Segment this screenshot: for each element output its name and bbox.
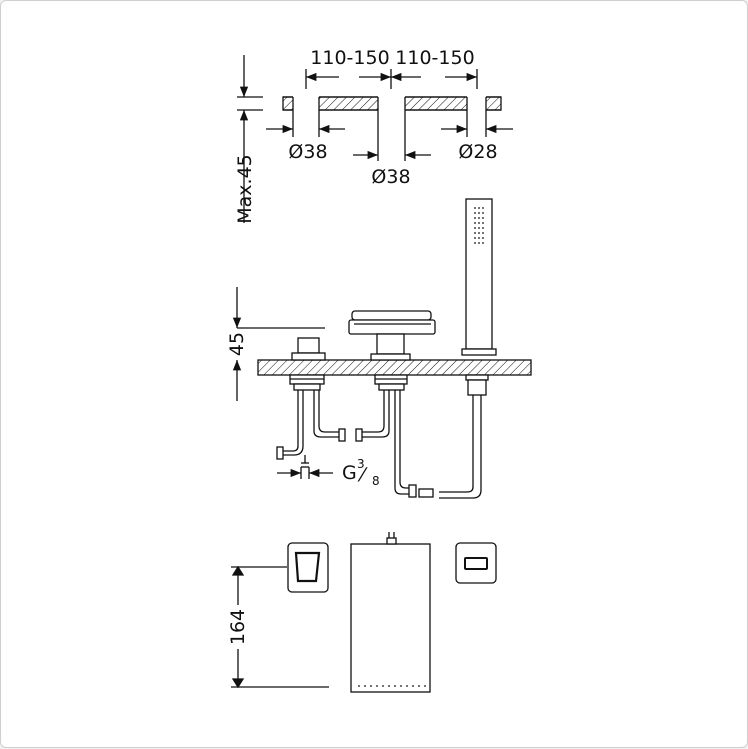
shower-spray-dots [474,207,484,244]
hole-diameter-center-label: Ø38 [371,166,410,188]
thread-dimension [277,467,333,479]
spout-outlet-dots [358,685,426,687]
thread-denominator: 8 [372,474,380,488]
spacing-dimension-lines [305,69,478,89]
spacing-label-left: 110-150 [310,47,389,69]
deck-top-section [282,96,502,111]
hole-diameter-dimension-lines [266,110,513,161]
deck-side-section [257,359,532,376]
deck-thickness-label: Max.45 [234,154,256,224]
left-handle-front [287,542,329,593]
thread-numerator: 3 [357,457,365,471]
right-handle-front [455,542,497,584]
spacing-label-right: 110-150 [395,47,474,69]
center-spout-side [348,310,436,498]
hole-diameter-right-label: Ø28 [458,141,497,163]
hand-shower-side [439,198,497,499]
spout-front [350,532,431,693]
hole-diameter-left-label: Ø38 [288,141,327,163]
thread-size-label: G 3 ⁄ 8 [342,457,380,488]
spout-height-label: 45 [226,332,248,356]
deck-thickness-dimension [237,55,263,223]
thread-prefix: G [342,462,357,484]
left-valve-side [276,337,346,468]
installation-depth-label: 164 [227,609,249,645]
spout-height-dimension [232,287,325,401]
installation-depth-dimension [231,565,329,689]
thread-slash: ⁄ [357,464,368,486]
